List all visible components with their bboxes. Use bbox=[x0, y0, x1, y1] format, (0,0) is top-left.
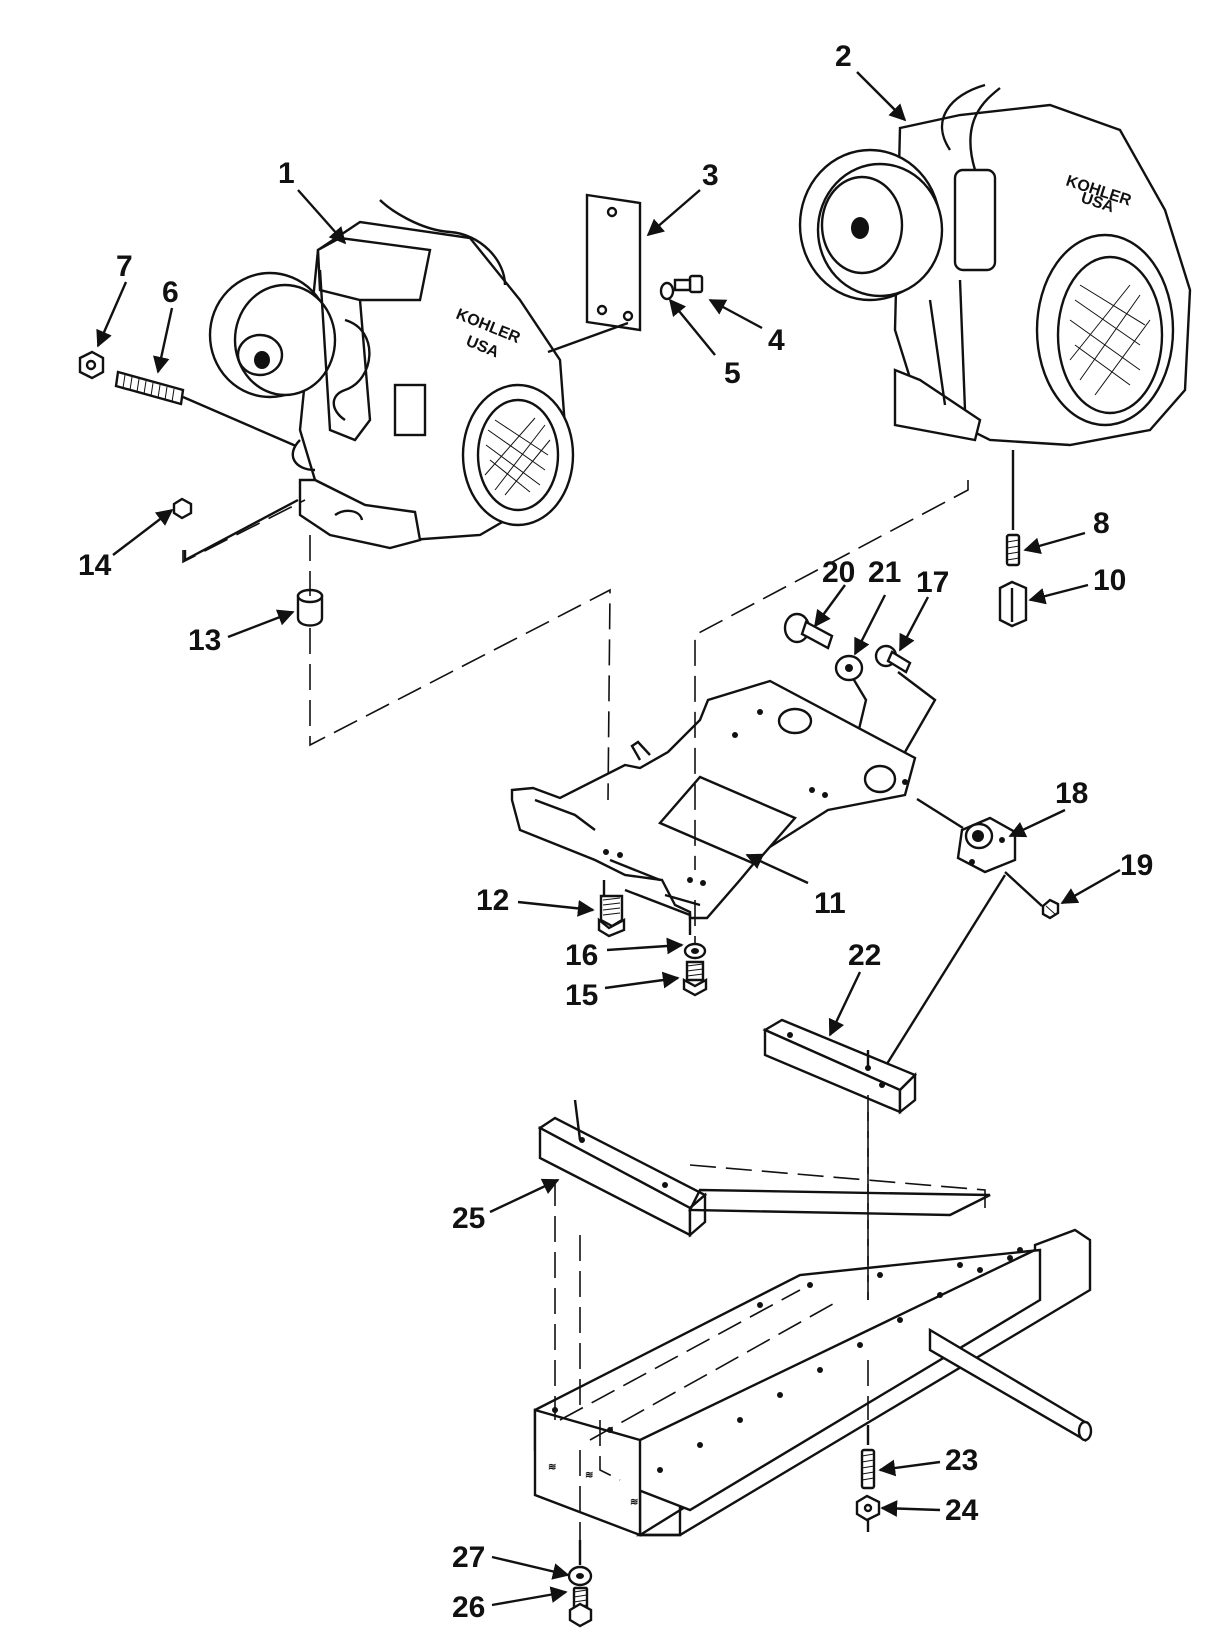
callout-20: 20 bbox=[822, 556, 855, 589]
stud-8-icon bbox=[1005, 533, 1021, 567]
callout-12: 12 bbox=[476, 884, 509, 917]
leader-bracket-to-nut bbox=[1004, 871, 1043, 907]
engine-left-icon: KOHLER USA bbox=[208, 199, 575, 550]
screw-15-icon bbox=[682, 960, 708, 997]
callout-arrows bbox=[96, 71, 1121, 1607]
callout-3: 3 bbox=[702, 159, 719, 192]
bolt-20-icon bbox=[783, 612, 834, 650]
washer-21-icon bbox=[834, 654, 864, 682]
callout-7: 7 bbox=[116, 250, 133, 283]
mounting-plate-11-icon bbox=[510, 679, 917, 920]
callout-14: 14 bbox=[78, 549, 112, 582]
callout-8: 8 bbox=[1093, 507, 1110, 540]
callout-22: 22 bbox=[848, 939, 881, 972]
callout-21: 21 bbox=[868, 556, 901, 589]
callout-23: 23 bbox=[945, 1444, 978, 1477]
leader-stud-to-engine bbox=[182, 395, 297, 448]
dash-engine2-to-plate bbox=[694, 480, 969, 870]
coupling-nut-10-icon bbox=[998, 580, 1028, 628]
leader-plate-to-engine bbox=[547, 321, 629, 354]
bolt-12-icon bbox=[597, 894, 626, 938]
callout-17: 17 bbox=[916, 566, 949, 599]
frame-mark-b: ≋ bbox=[585, 1470, 593, 1481]
washer-5-icon bbox=[659, 281, 675, 301]
nut-7-icon bbox=[78, 350, 105, 380]
stud-6-icon bbox=[114, 370, 185, 406]
callout-2: 2 bbox=[835, 40, 852, 73]
bolt-26-icon bbox=[568, 1586, 593, 1628]
washer-27-icon bbox=[567, 1565, 593, 1587]
leader-washer16 bbox=[624, 888, 692, 935]
mount-block-22-icon bbox=[762, 1018, 918, 1115]
callout-6: 6 bbox=[162, 276, 179, 309]
bolt-17-icon bbox=[874, 644, 912, 674]
stud-23-icon bbox=[860, 1448, 876, 1490]
engine-right-icon: KOHLER USA bbox=[798, 83, 1192, 447]
callout-24: 24 bbox=[945, 1494, 979, 1527]
cover-plate-icon bbox=[585, 193, 642, 332]
dash-plate-fasteners bbox=[603, 890, 696, 945]
callout-15: 15 bbox=[565, 979, 598, 1012]
nut-19-icon bbox=[1041, 898, 1060, 920]
frame-mark-c: ≋ bbox=[630, 1497, 638, 1508]
callout-13: 13 bbox=[188, 624, 221, 657]
callout-10: 10 bbox=[1093, 564, 1126, 597]
leader-plate-to-bracket bbox=[916, 797, 964, 830]
callout-26: 26 bbox=[452, 1591, 485, 1624]
callout-19: 19 bbox=[1120, 849, 1153, 882]
frame-mark-a: ≋ bbox=[548, 1462, 556, 1473]
leader-block25-up bbox=[573, 1099, 582, 1141]
callout-1: 1 bbox=[278, 157, 295, 190]
nut-24-icon bbox=[855, 1494, 881, 1522]
mount-block-25-icon bbox=[537, 1116, 708, 1238]
callout-18: 18 bbox=[1055, 777, 1088, 810]
leader-bracket-to-block22 bbox=[878, 874, 1007, 1076]
callout-25: 25 bbox=[452, 1202, 485, 1235]
callout-11: 11 bbox=[814, 887, 846, 920]
frame-rails-icon: ≋ ≋ ≋ bbox=[533, 1095, 1093, 1537]
callout-27: 27 bbox=[452, 1541, 485, 1574]
callout-5: 5 bbox=[724, 357, 741, 390]
washer-16-icon bbox=[683, 942, 707, 960]
nut-14-icon bbox=[172, 497, 193, 520]
callout-4: 4 bbox=[768, 324, 785, 357]
callout-16: 16 bbox=[565, 939, 598, 972]
dash-spacer-to-plate bbox=[309, 588, 611, 801]
bolt-4-icon bbox=[673, 274, 704, 294]
bracket-18-icon bbox=[956, 816, 1017, 874]
leader-nut14 bbox=[183, 498, 299, 562]
dash-nut14 bbox=[182, 499, 306, 564]
